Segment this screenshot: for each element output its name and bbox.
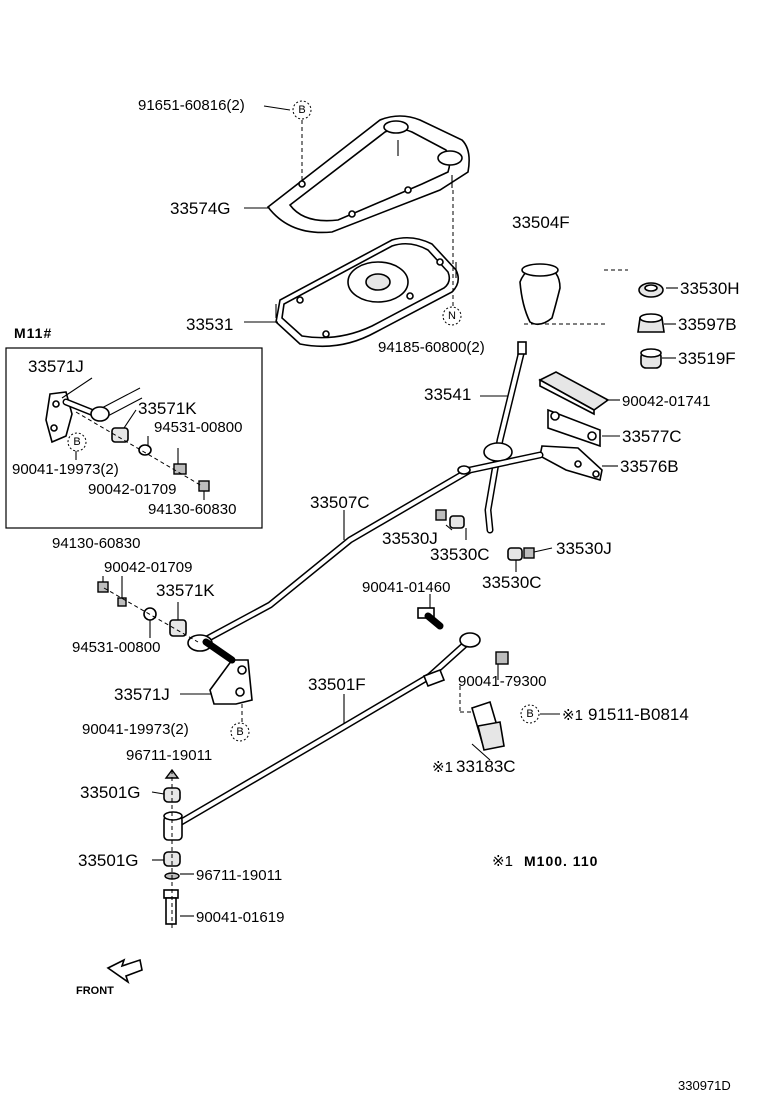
label-33530j-b: 33530J	[556, 539, 612, 558]
bolt-90041-01619	[163, 889, 179, 925]
label-33504f: 33504F	[512, 213, 570, 232]
label-33530c-a: 33530C	[430, 545, 490, 564]
label-91651-60816: 91651-60816(2)	[138, 97, 245, 114]
svg-text:B: B	[298, 104, 305, 116]
svg-text:B: B	[236, 726, 243, 738]
label-90042-01741: 90042-01741	[622, 393, 710, 410]
bushing-33519f	[640, 348, 662, 369]
label-90041-79300: 90041-79300	[458, 673, 546, 690]
label-90041-01460: 90041-01460	[362, 579, 450, 596]
label-33519f: 33519F	[678, 349, 736, 368]
seat-33530j-b	[523, 547, 535, 559]
label-94185-60800: 94185-60800(2)	[378, 339, 485, 356]
shift-lever-33541	[483, 341, 527, 534]
label-90041-01619: 90041-01619	[196, 909, 284, 926]
select-rod-33501f	[172, 632, 509, 829]
label-inset-90041: 90041-19973(2)	[12, 461, 119, 478]
label-33530c-b: 33530C	[482, 573, 542, 592]
label-33501f: 33501F	[308, 675, 366, 694]
seat-33530j-a	[435, 509, 447, 521]
leader-lines	[61, 105, 678, 917]
label-33577c: 33577C	[622, 427, 682, 446]
mark-91511: ※1	[562, 707, 583, 724]
label-33571j: 33571J	[114, 685, 170, 704]
label-front: FRONT	[76, 985, 114, 997]
front-arrow	[106, 958, 143, 985]
callout-n: N	[442, 306, 462, 326]
cover-plate-33574g	[266, 115, 470, 234]
callout-b-mid: B	[230, 722, 250, 742]
label-94531-00800: 94531-00800	[72, 639, 160, 656]
label-inset-94130: 94130-60830	[148, 501, 236, 518]
bushing-33530h	[638, 282, 664, 298]
label-33507c: 33507C	[310, 493, 370, 512]
control-rod-33507c	[187, 451, 544, 652]
inset-m11	[5, 347, 263, 529]
label-33183c: 33183C	[456, 757, 516, 776]
base-plate-33531	[275, 236, 460, 348]
callout-b-top: B	[292, 100, 312, 120]
label-inset-90042: 90042-01709	[88, 481, 176, 498]
label-96711-19011-a: 96711-19011	[126, 747, 212, 764]
label-inset-33571j: 33571J	[28, 357, 84, 376]
bracket-33577c	[547, 408, 601, 448]
drawing-code: 330971D	[678, 1078, 731, 1093]
label-inset-94531: 94531-00800	[154, 419, 242, 436]
label-inset-33571k: 33571K	[138, 399, 197, 418]
label-94130-60830: 94130-60830	[52, 535, 140, 552]
label-90042-01709: 90042-01709	[104, 559, 192, 576]
label-33531: 33531	[186, 315, 233, 334]
inset-title: M11#	[14, 325, 52, 341]
washer-90042-01709	[117, 597, 127, 607]
shift-knob-33504f	[519, 263, 561, 326]
nut-94130-60830	[97, 581, 109, 593]
note-mark: ※1	[492, 853, 513, 870]
label-33501g-b: 33501G	[78, 851, 139, 870]
bolt-90041-01460	[417, 607, 444, 630]
svg-text:N: N	[448, 310, 456, 322]
seat-33530c-a	[449, 515, 465, 529]
label-33530h: 33530H	[680, 279, 740, 298]
label-91511-b0814: 91511-B0814	[588, 705, 689, 724]
svg-text:B: B	[526, 708, 533, 720]
seat-33530c-b	[507, 547, 523, 561]
label-33576b: 33576B	[620, 457, 679, 476]
bracket-33576b	[539, 445, 603, 482]
label-96711-19011-b: 96711-19011	[196, 867, 282, 884]
bushing-33501g-b	[163, 851, 181, 867]
retainer-plate-90042-01741	[538, 371, 610, 416]
sleeve-33501f-end	[163, 811, 183, 841]
callout-b-right: B	[520, 704, 540, 724]
pad-33183c	[471, 700, 505, 751]
mark-33183c: ※1	[432, 759, 453, 776]
label-33597b: 33597B	[678, 315, 737, 334]
svg-text:B: B	[73, 436, 80, 448]
note-m100-110: M100. 110	[524, 853, 598, 869]
bushing-33597b	[637, 313, 665, 333]
label-33574g: 33574G	[170, 199, 231, 218]
bracket-33571j	[202, 638, 253, 722]
callout-b-inset: B	[67, 432, 87, 452]
label-33530j-a: 33530J	[382, 529, 438, 548]
label-33571k: 33571K	[156, 581, 215, 600]
label-33541: 33541	[424, 385, 471, 404]
label-90041-19973: 90041-19973(2)	[82, 721, 189, 738]
label-33501g-a: 33501G	[80, 783, 141, 802]
